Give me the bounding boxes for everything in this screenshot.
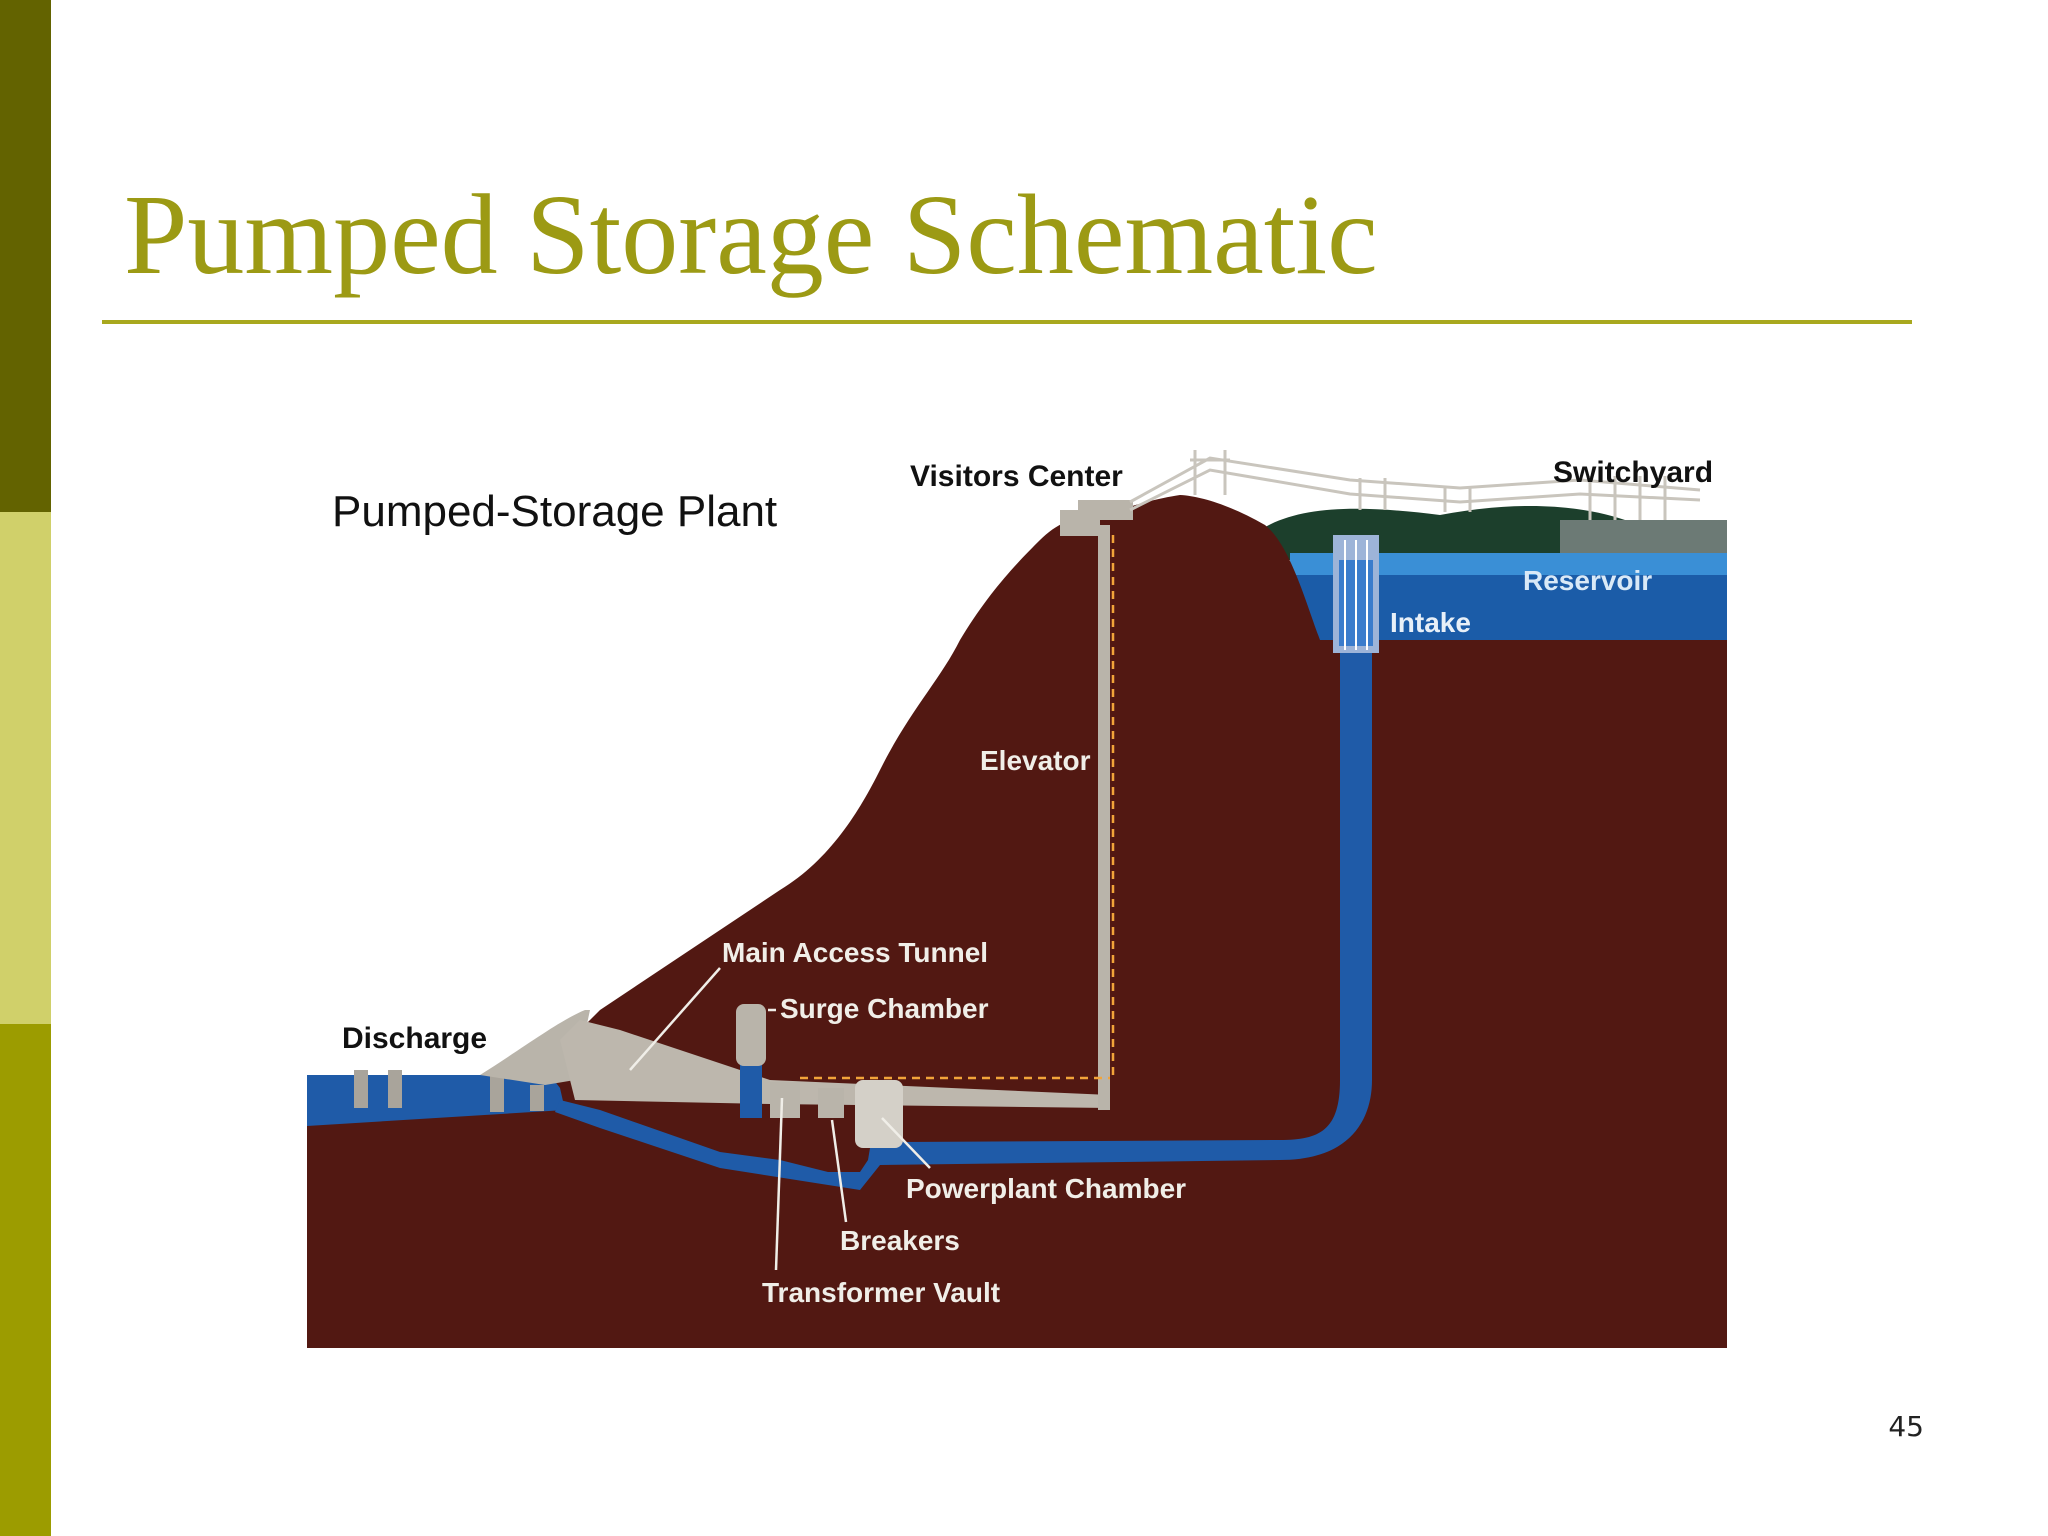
reservoir-surface bbox=[1290, 553, 1727, 575]
side-bar-top bbox=[0, 0, 51, 512]
label-discharge: Discharge bbox=[342, 1022, 487, 1055]
leader-lines bbox=[629, 967, 931, 1271]
slide-title: Pumped Storage Schematic bbox=[124, 171, 1378, 298]
discharge-pier-3 bbox=[490, 1070, 504, 1112]
label-visitors-center: Visitors Center bbox=[910, 460, 1123, 493]
elevator-shaft bbox=[1098, 525, 1110, 1110]
side-bar-middle bbox=[0, 512, 51, 1024]
label-transformer-vault: Transformer Vault bbox=[762, 1277, 1000, 1308]
transformer-vault-shape bbox=[770, 1082, 800, 1118]
title-underline bbox=[102, 320, 1912, 324]
label-main-access-tunnel: Main Access Tunnel bbox=[722, 937, 988, 968]
discharge-pier-2 bbox=[388, 1070, 402, 1108]
powerplant-chamber-shape bbox=[855, 1080, 903, 1148]
main-access-tunnel-shape bbox=[560, 1020, 1110, 1108]
discharge-structure bbox=[480, 1010, 590, 1085]
label-reservoir: Reservoir bbox=[1523, 565, 1652, 596]
transmission-lines bbox=[1129, 450, 1701, 520]
visitors-center-base bbox=[1078, 500, 1133, 520]
surge-chamber-top bbox=[736, 1004, 766, 1066]
label-elevator: Elevator bbox=[980, 745, 1091, 776]
label-intake: Intake bbox=[1390, 607, 1471, 638]
side-bar-bottom bbox=[0, 1024, 51, 1536]
discharge-pier-4 bbox=[530, 1085, 544, 1111]
plant-title: Pumped-Storage Plant bbox=[332, 487, 777, 536]
page-number: 45 bbox=[1888, 1410, 1924, 1443]
discharge-pier-1 bbox=[354, 1070, 368, 1108]
label-surge-chamber: Surge Chamber bbox=[780, 993, 989, 1024]
penstock bbox=[555, 600, 1372, 1190]
label-switchyard: Switchyard bbox=[1553, 456, 1713, 489]
label-powerplant-chamber: Powerplant Chamber bbox=[906, 1173, 1186, 1204]
label-breakers: Breakers bbox=[840, 1225, 960, 1256]
breakers-shape bbox=[818, 1088, 844, 1118]
